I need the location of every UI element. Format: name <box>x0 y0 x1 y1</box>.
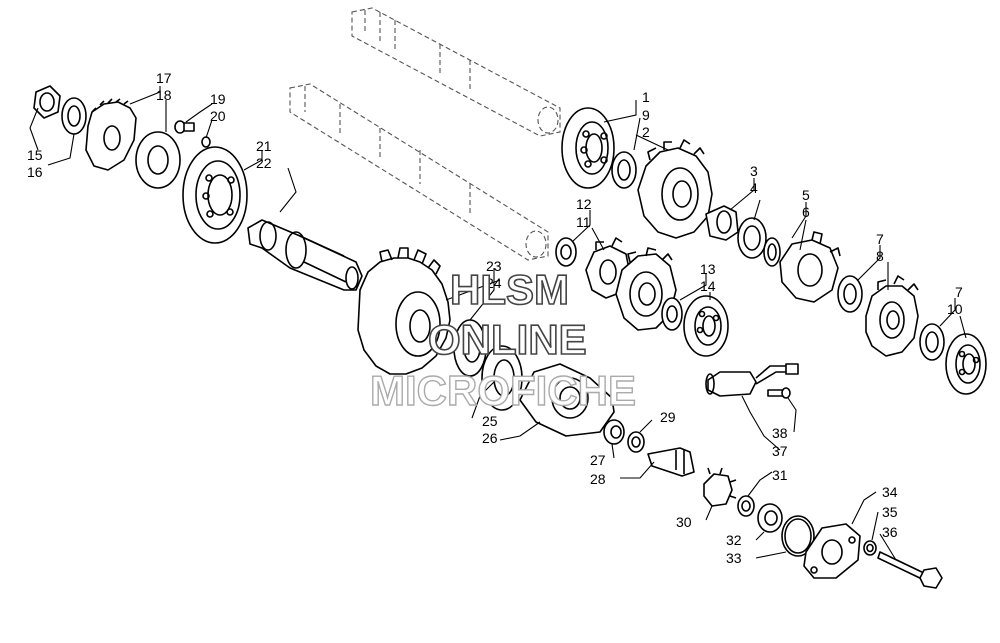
shaft-28 <box>647 447 695 477</box>
callout-1: 1 <box>642 89 650 105</box>
gear-2 <box>637 139 713 239</box>
bearing-21 <box>182 146 248 244</box>
seal-27 <box>603 419 625 445</box>
callout-25: 25 <box>482 413 498 429</box>
callout-37: 37 <box>772 443 788 459</box>
callout-17: 17 <box>156 70 172 86</box>
callout-18: 18 <box>156 87 172 103</box>
washer-12 <box>555 237 577 267</box>
bearing-10 <box>945 333 987 395</box>
gear-8 <box>865 275 919 357</box>
callout-7b: 7 <box>955 284 963 300</box>
lower-shaft-ghost <box>289 83 549 261</box>
washer-29 <box>627 431 645 453</box>
cover-34 <box>803 523 861 579</box>
leader-lines <box>29 86 967 561</box>
callout-11: 11 <box>576 214 591 230</box>
watermark-line3: MICROFICHE <box>370 367 636 414</box>
bushing-3 <box>705 205 739 241</box>
gear-23 <box>357 247 451 375</box>
bearing-14 <box>683 295 729 357</box>
callout-19: 19 <box>210 91 226 107</box>
callout-4: 4 <box>750 180 758 196</box>
callout-38: 38 <box>772 425 788 441</box>
dog-clutch-6 <box>779 231 841 303</box>
callout-24: 24 <box>486 275 502 291</box>
bolt-36 <box>877 551 943 589</box>
bearing-1 <box>561 107 615 189</box>
callout-30: 30 <box>676 514 692 530</box>
callout-23: 23 <box>486 258 502 274</box>
callout-10: 10 <box>947 301 963 317</box>
housing-26 <box>519 363 615 437</box>
callout-26: 26 <box>482 430 498 446</box>
watermark-line1: HLSM <box>450 266 569 313</box>
snap-ring-5 <box>763 237 781 267</box>
screw-38 <box>767 387 791 399</box>
gear-30 <box>703 467 737 507</box>
callout-35: 35 <box>882 504 898 520</box>
callout-32: 32 <box>726 532 742 548</box>
upper-shaft-ghost <box>351 7 561 137</box>
washer-35 <box>863 540 877 556</box>
watermark-line2: ONLINE <box>428 316 587 363</box>
callout-20: 20 <box>210 108 226 124</box>
washer-13 <box>661 297 683 331</box>
washer-9 <box>611 151 637 189</box>
callout-14: 14 <box>700 278 716 294</box>
washer-16 <box>61 97 87 135</box>
callout-15: 15 <box>27 147 43 163</box>
callout-16: 16 <box>27 164 43 180</box>
callout-labels: 1 9 2 3 4 5 6 7 8 7 10 12 11 13 14 15 16… <box>27 70 963 566</box>
callout-2: 2 <box>642 124 650 140</box>
washer-7a <box>837 275 863 313</box>
callout-7a: 7 <box>876 231 884 247</box>
callout-6: 6 <box>802 204 810 220</box>
gear-large-11 <box>615 247 677 331</box>
washer-31 <box>737 495 755 517</box>
callout-8: 8 <box>876 248 884 264</box>
callout-36: 36 <box>882 524 898 540</box>
callout-5: 5 <box>802 187 810 203</box>
callout-33: 33 <box>726 550 742 566</box>
callout-3: 3 <box>750 163 758 179</box>
washer-20 <box>201 136 211 148</box>
sprocket-17 <box>85 98 137 171</box>
lockwasher-4 <box>737 217 767 259</box>
o-ring-33 <box>781 515 815 557</box>
callout-9: 9 <box>642 107 650 123</box>
washer-7b <box>919 323 945 361</box>
callout-29: 29 <box>660 409 676 425</box>
callout-31: 31 <box>772 467 788 483</box>
callout-34: 34 <box>882 484 898 500</box>
callout-13: 13 <box>700 261 716 277</box>
callout-28: 28 <box>590 471 606 487</box>
callout-27: 27 <box>590 452 606 468</box>
countershaft-22 <box>247 219 363 291</box>
bracket-25 <box>481 345 523 411</box>
callout-12: 12 <box>576 196 592 212</box>
bolt-19 <box>174 120 195 134</box>
watermark: HLSM ONLINE MICROFICHE <box>369 265 636 415</box>
callout-22: 22 <box>256 155 272 171</box>
bearing-32 <box>757 503 783 533</box>
callout-21: 21 <box>256 138 272 154</box>
sensor-37 <box>705 363 799 397</box>
plate-18 <box>135 131 181 189</box>
nut-15 <box>33 85 61 119</box>
